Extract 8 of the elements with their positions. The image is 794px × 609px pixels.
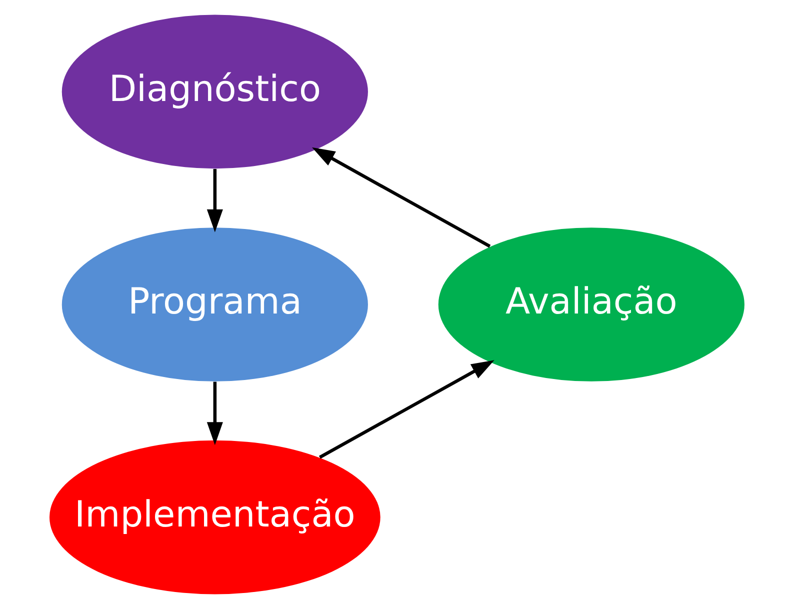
arrow bbox=[206, 168, 223, 232]
node-ellipse: Diagnóstico bbox=[62, 14, 368, 169]
node-ellipse: Implementação bbox=[49, 440, 380, 594]
node-ellipse: Programa bbox=[62, 228, 368, 382]
arrow bbox=[312, 147, 491, 248]
arrow bbox=[318, 360, 494, 459]
arrow bbox=[206, 382, 223, 446]
node-ellipse: Avaliação bbox=[438, 228, 744, 382]
